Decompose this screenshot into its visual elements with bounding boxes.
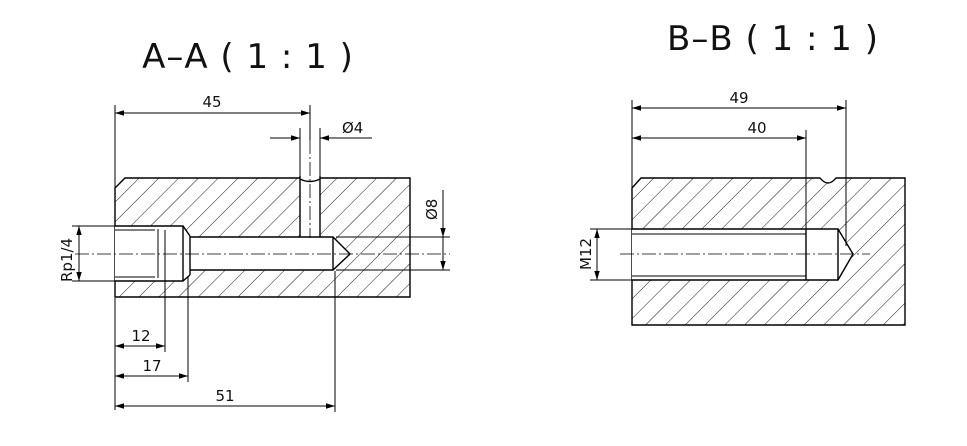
dimension-49: 49 (631, 89, 847, 246)
dim-12-label: 12 (131, 327, 150, 345)
dim-40-label: 40 (747, 119, 766, 137)
dim-rp14-label: Rp1/4 (58, 238, 76, 282)
view-b-bore (632, 229, 853, 280)
dimension-51: 51 (115, 271, 336, 412)
view-a-cavities (115, 176, 350, 281)
dim-49-label: 49 (729, 89, 748, 107)
dimension-12: 12 (114, 230, 166, 410)
dim-m12-label: M12 (577, 238, 595, 270)
dimension-dia-4: Ø4 (270, 119, 372, 176)
dim-dia-8-label: Ø8 (423, 199, 441, 220)
view-a-title: A–A ( 1 : 1 ) (142, 37, 354, 77)
dimension-17: 17 (115, 276, 189, 382)
dimension-rp14: Rp1/4 (58, 225, 115, 282)
dimension-m12: M12 (577, 228, 632, 281)
dim-51-label: 51 (215, 387, 234, 405)
section-view-a: A–A ( 1 : 1 ) (58, 37, 450, 412)
dim-45-label: 45 (202, 93, 221, 111)
view-b-title: B–B ( 1 : 1 ) (667, 19, 879, 59)
dimension-dia-8: Ø8 (336, 190, 450, 271)
dim-dia-4-label: Ø4 (342, 119, 363, 137)
section-view-b: B–B ( 1 : 1 ) 49 40 (577, 19, 906, 326)
dimension-45: 45 (114, 93, 311, 225)
dimension-40: 40 (632, 119, 807, 229)
dim-17-label: 17 (142, 357, 161, 375)
